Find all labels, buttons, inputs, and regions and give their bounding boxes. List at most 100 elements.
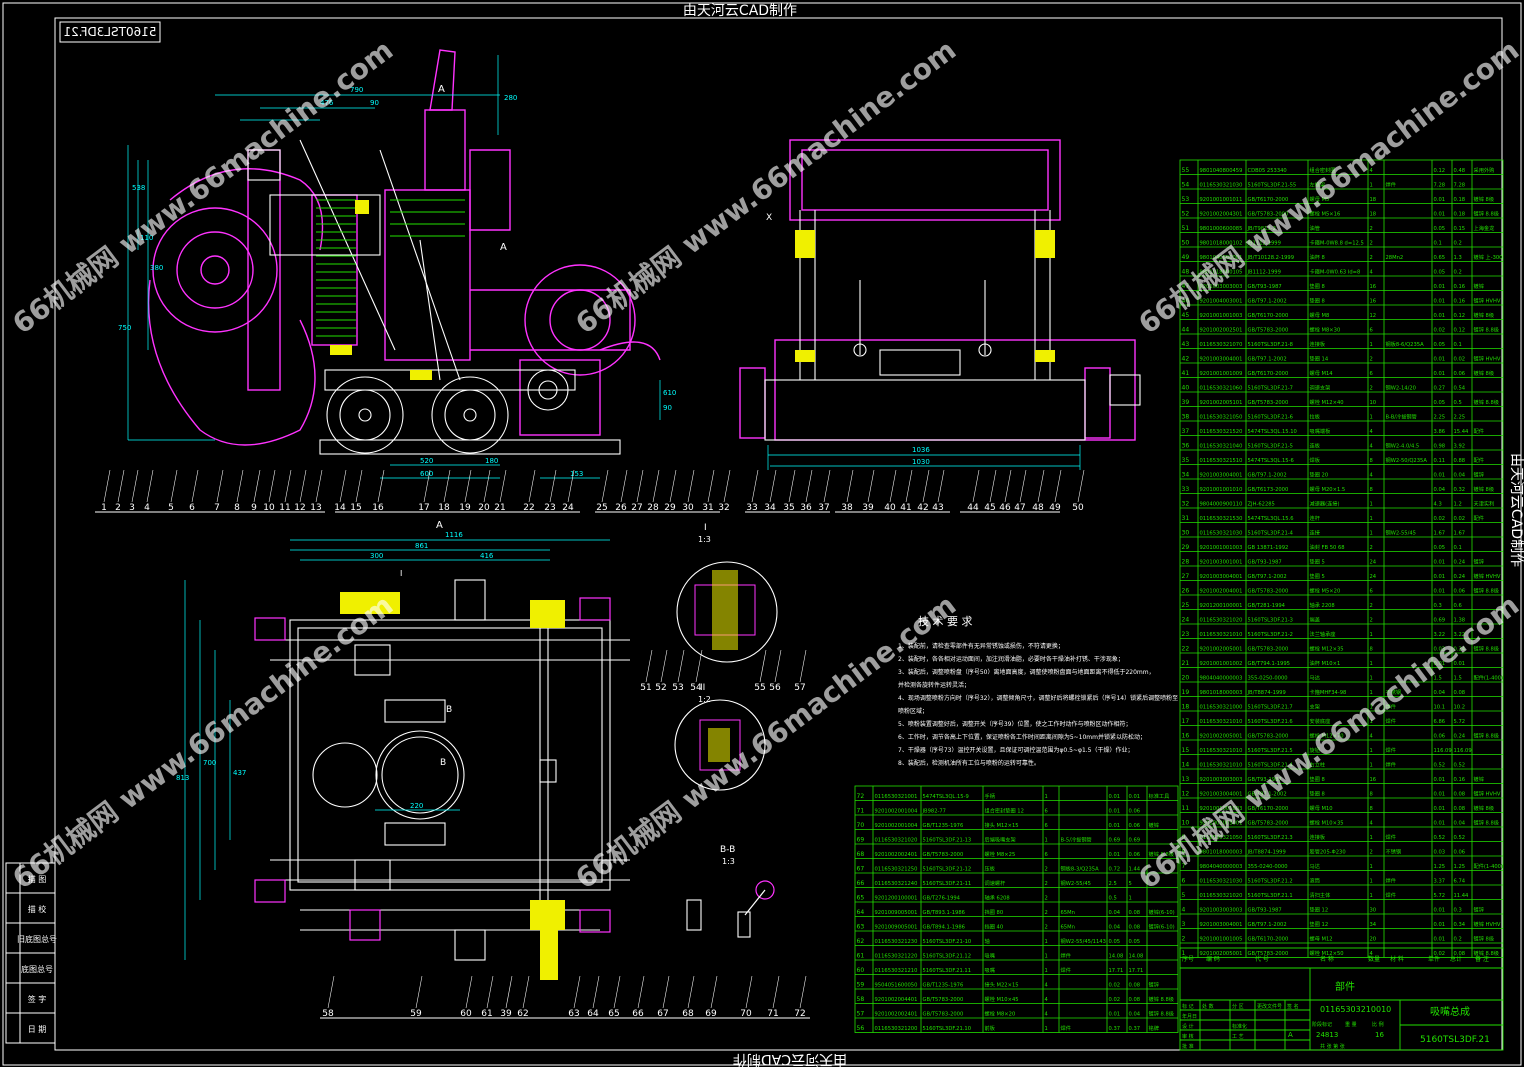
mid-callout: 51 xyxy=(640,683,651,693)
bom-right-cell: 0116530321020 xyxy=(1200,618,1243,624)
bom-right-cell: 6 xyxy=(1370,371,1373,377)
bom-right-cell: 9201001001010 xyxy=(1200,487,1243,493)
bom-right-cell: 1.5 xyxy=(1454,676,1462,682)
bom-right-cell: 1 xyxy=(1182,950,1186,957)
top-callout: 27 xyxy=(631,503,642,513)
side-title: 由天河云CAD制作 xyxy=(1508,453,1524,567)
bom-right-cell: 9201003004001 xyxy=(1200,922,1243,928)
bom-right-cell: 0.3 xyxy=(1454,908,1462,914)
bom-left-cell: 焊件 xyxy=(1061,1024,1071,1032)
tb-cell-3: 更改文件号 xyxy=(1257,1003,1282,1010)
tb-cell-9: 工 艺 xyxy=(1232,1034,1244,1040)
bom-left-cell: 61 xyxy=(857,953,865,960)
bom-right-cell: 0.2 xyxy=(1454,270,1462,276)
bom-right-cell: 螺栓 M12×70 xyxy=(1310,732,1344,740)
top-callout: 23 xyxy=(544,503,555,513)
bom-right-cell: 116.09 xyxy=(1454,748,1472,754)
bottom-callout: 72 xyxy=(794,1009,805,1019)
bom-left-cell: GB/T5783-2000 xyxy=(923,1012,964,1018)
bom-right-cell: 垫圈 12 xyxy=(1310,906,1329,914)
bom-right-cell: 1 xyxy=(1370,705,1373,711)
bom-right-cell: 卡箍MHF34-98 xyxy=(1310,688,1347,696)
bom-left-cell: 0.01 xyxy=(1109,794,1121,800)
dim-front-10: 180 xyxy=(485,457,498,465)
top-callout: 40 xyxy=(884,503,896,513)
bom-right-cell: 螺母 M10 xyxy=(1310,804,1333,812)
bom-left-cell: 0116530321240 xyxy=(875,881,918,887)
bom-left-cell: 0116530321020 xyxy=(875,838,918,844)
bom-right-cell: 0.01 xyxy=(1434,574,1446,580)
top-callout: 13 xyxy=(310,503,321,513)
bom-left-cell: 镀锌 8.8级 xyxy=(1149,850,1174,858)
top-callout: 35 xyxy=(783,503,794,513)
bom-right-cell: 1.25 xyxy=(1434,864,1446,870)
product-name: 吸嘴总成 xyxy=(1430,1005,1470,1018)
bom-left-cell: 0.02 xyxy=(1109,983,1121,989)
bom-left-cell: 0.01 xyxy=(1109,809,1121,815)
bom-right-cell: 35 xyxy=(1182,457,1190,464)
bom-right-cell: 油杯 M10×1 xyxy=(1310,659,1341,667)
bom-right-cell: GB/T794.1-1995 xyxy=(1248,661,1290,667)
bom-right-cell: 9201003004001 xyxy=(1200,357,1243,363)
bom-right-cell: 3 xyxy=(1182,921,1186,928)
bom-right-cell: 螺栓 M5×20 xyxy=(1310,587,1341,595)
bom-right-cell: 9801018000105 xyxy=(1200,270,1243,276)
bom-left-cell: 组合密封垫圈 12 xyxy=(985,807,1024,815)
bom-right-cell: B-B/冷拔钢管 xyxy=(1386,413,1417,421)
bom-right-cell: 0.5 xyxy=(1454,400,1462,406)
bom-right-cell: 29 xyxy=(1182,544,1190,551)
bom-right-cell: 支架 xyxy=(1310,703,1320,711)
bom-right-cell: 7.28 xyxy=(1454,183,1466,189)
left-strip-5: 日 期 xyxy=(28,1025,47,1034)
bom-left-cell: 0.05 xyxy=(1109,939,1121,945)
bom-right-cell: 2 xyxy=(1370,386,1373,392)
bom-left-cell: 轴 xyxy=(985,937,990,945)
bom-right-cell: 3.37 xyxy=(1434,879,1446,885)
bom-right-cell: 5160TSL3DF.21.1 xyxy=(1248,893,1293,899)
dim-front-9: 90 xyxy=(663,404,672,412)
bom-right-cell: 46 xyxy=(1182,298,1190,305)
bom-right-cell: 连接板 xyxy=(1310,340,1326,348)
bom-right-cell: 0.04 xyxy=(1434,690,1446,696)
bom-right-cell: 9201003003003 xyxy=(1200,777,1243,783)
bom-right-cell: 14 xyxy=(1182,762,1190,769)
dim-plan-1: 861 xyxy=(415,542,428,550)
bom-left-cell: 0116530321250 xyxy=(875,867,918,873)
bom-right-cell: 27 xyxy=(1182,573,1190,580)
bom-right-cell: 焊件 xyxy=(1386,181,1396,189)
bom-right-cell: 4 xyxy=(1370,270,1374,276)
tb-cell-2: 分 区 xyxy=(1232,1003,1244,1010)
bom-right-cell: 6.86 xyxy=(1434,719,1446,725)
bom-left-cell: 0.04 xyxy=(1129,1012,1141,1018)
bom-right-cell: 吸嘴端板 xyxy=(1310,427,1332,435)
bom-right-cell: 24 xyxy=(1182,617,1190,624)
dim-front-8: 610 xyxy=(663,389,676,397)
bom-right-cell: 1 xyxy=(1370,661,1373,667)
bom-left-cell: 2 xyxy=(1045,867,1048,873)
top-callout: 39 xyxy=(862,503,874,513)
bom-right-cell: 螺栓 M8×30 xyxy=(1310,326,1341,334)
bom-right-cell: 9201001001011 xyxy=(1200,197,1243,203)
tech-line-8: 7、干燥器（序号73）温控开关设置，且保证可调控温范围为φ0.5~φ1.5（干燥… xyxy=(898,746,1133,754)
watermark-4: 66机械网 www.66machine.com xyxy=(6,588,399,895)
bom-left-cell: 0.08 xyxy=(1129,997,1141,1003)
bom-right-cell: 0.08 xyxy=(1454,806,1466,812)
bom-right-cell: 垫圈 8 xyxy=(1310,790,1325,798)
bom-left-cell: 镀锌(6-10) xyxy=(1149,908,1175,916)
bom-header-8: 备 注 xyxy=(1475,955,1489,963)
bom-left-cell: 0.06 xyxy=(1129,852,1141,858)
